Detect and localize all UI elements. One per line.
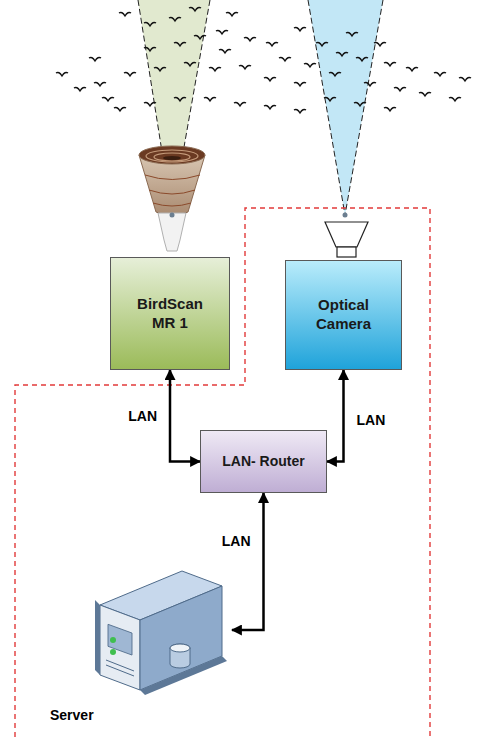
illustration-part xyxy=(308,0,345,215)
bird-symbol xyxy=(419,92,431,96)
illustration-part xyxy=(110,649,116,655)
illustration-part xyxy=(56,7,471,113)
bird-symbol xyxy=(356,57,368,61)
bird-symbol xyxy=(144,102,156,106)
illustration-part xyxy=(108,624,132,655)
illustration-part xyxy=(106,665,134,676)
bird-symbol xyxy=(234,102,246,106)
bird-symbol xyxy=(294,109,306,113)
bird-symbol xyxy=(174,97,186,101)
bird-symbol xyxy=(434,72,446,76)
illustration-part xyxy=(158,213,186,251)
illustration-part xyxy=(163,156,181,160)
bird-symbol xyxy=(114,107,126,111)
bird-symbol xyxy=(216,30,228,34)
bird-symbol xyxy=(174,42,186,46)
illustration-part xyxy=(146,150,198,162)
illustration-part xyxy=(110,637,116,643)
connector-label: LAN xyxy=(127,408,158,424)
bird-symbol xyxy=(394,87,406,91)
illustration-part xyxy=(325,222,368,247)
bird-symbol xyxy=(244,37,256,41)
router-box: LAN- Router xyxy=(200,430,327,493)
bird-symbol xyxy=(204,97,216,101)
connector-label: LAN xyxy=(356,412,387,428)
bird-symbol xyxy=(346,32,358,36)
bird-symbol xyxy=(324,97,336,101)
bird-symbol xyxy=(294,82,306,86)
illustration-part xyxy=(153,203,191,206)
bird-symbol xyxy=(226,12,238,16)
bird-symbol xyxy=(384,62,396,66)
bird-symbol xyxy=(119,12,131,16)
illustration-part xyxy=(345,0,383,215)
bird-symbol xyxy=(374,42,386,46)
bird-symbol xyxy=(264,105,276,109)
node-label: Optical Camera xyxy=(299,296,389,334)
device-box: Optical Camera xyxy=(285,260,402,370)
bird-symbol xyxy=(89,57,101,61)
bird-symbol xyxy=(304,63,316,67)
illustration-part xyxy=(139,146,205,164)
bird-symbol xyxy=(74,87,86,91)
server-node: Server xyxy=(40,570,232,730)
illustration-part xyxy=(343,213,348,218)
illustration-part xyxy=(100,605,140,690)
bird-symbol xyxy=(209,67,221,71)
node-label: LAN- Router xyxy=(222,453,304,471)
illustration-part xyxy=(106,660,134,671)
bird-symbol xyxy=(449,97,461,101)
bird-symbol xyxy=(184,62,196,66)
bird-symbol xyxy=(102,97,114,101)
bird-symbol xyxy=(264,77,276,81)
bird-symbol xyxy=(169,17,181,21)
bird-symbol xyxy=(219,49,231,53)
bird-symbol xyxy=(459,77,471,81)
bird-symbol xyxy=(94,82,106,86)
illustration-part xyxy=(15,208,430,737)
bird-symbol xyxy=(189,7,201,11)
illustration-part xyxy=(95,600,100,675)
illustration-part xyxy=(170,644,190,652)
connector-label: LAN xyxy=(221,533,252,549)
bird-symbol xyxy=(336,52,348,56)
bird-symbol xyxy=(239,65,251,69)
bird-symbol xyxy=(124,72,136,76)
bird-symbol xyxy=(266,42,278,46)
illustration-part xyxy=(138,0,210,215)
illustration-part xyxy=(154,153,190,161)
bird-symbol xyxy=(144,47,156,51)
bird-symbol xyxy=(406,67,418,71)
illustration-part xyxy=(337,247,356,257)
bird-symbol xyxy=(384,107,396,111)
bird-symbol xyxy=(294,27,306,31)
bird-symbol xyxy=(279,57,291,61)
bird-symbol xyxy=(316,42,328,46)
lan-connector xyxy=(232,493,264,630)
bird-symbol xyxy=(329,72,341,76)
bird-symbol xyxy=(364,82,376,86)
illustration-part xyxy=(149,190,195,194)
lan-connector xyxy=(170,370,200,462)
bird-symbol xyxy=(354,102,366,106)
device-box: BirdScan MR 1 xyxy=(110,257,230,370)
bird-symbol xyxy=(154,67,166,71)
illustration-part xyxy=(308,0,383,215)
illustration-part xyxy=(170,644,190,652)
illustration-part xyxy=(170,213,175,218)
bird-symbol xyxy=(194,35,206,39)
illustration-part xyxy=(145,175,200,180)
node-label: Server xyxy=(50,707,94,725)
lan-connector xyxy=(327,370,344,462)
bird-symbol xyxy=(144,22,156,26)
bird-symbol xyxy=(56,72,68,76)
node-label: BirdScan MR 1 xyxy=(128,295,212,333)
